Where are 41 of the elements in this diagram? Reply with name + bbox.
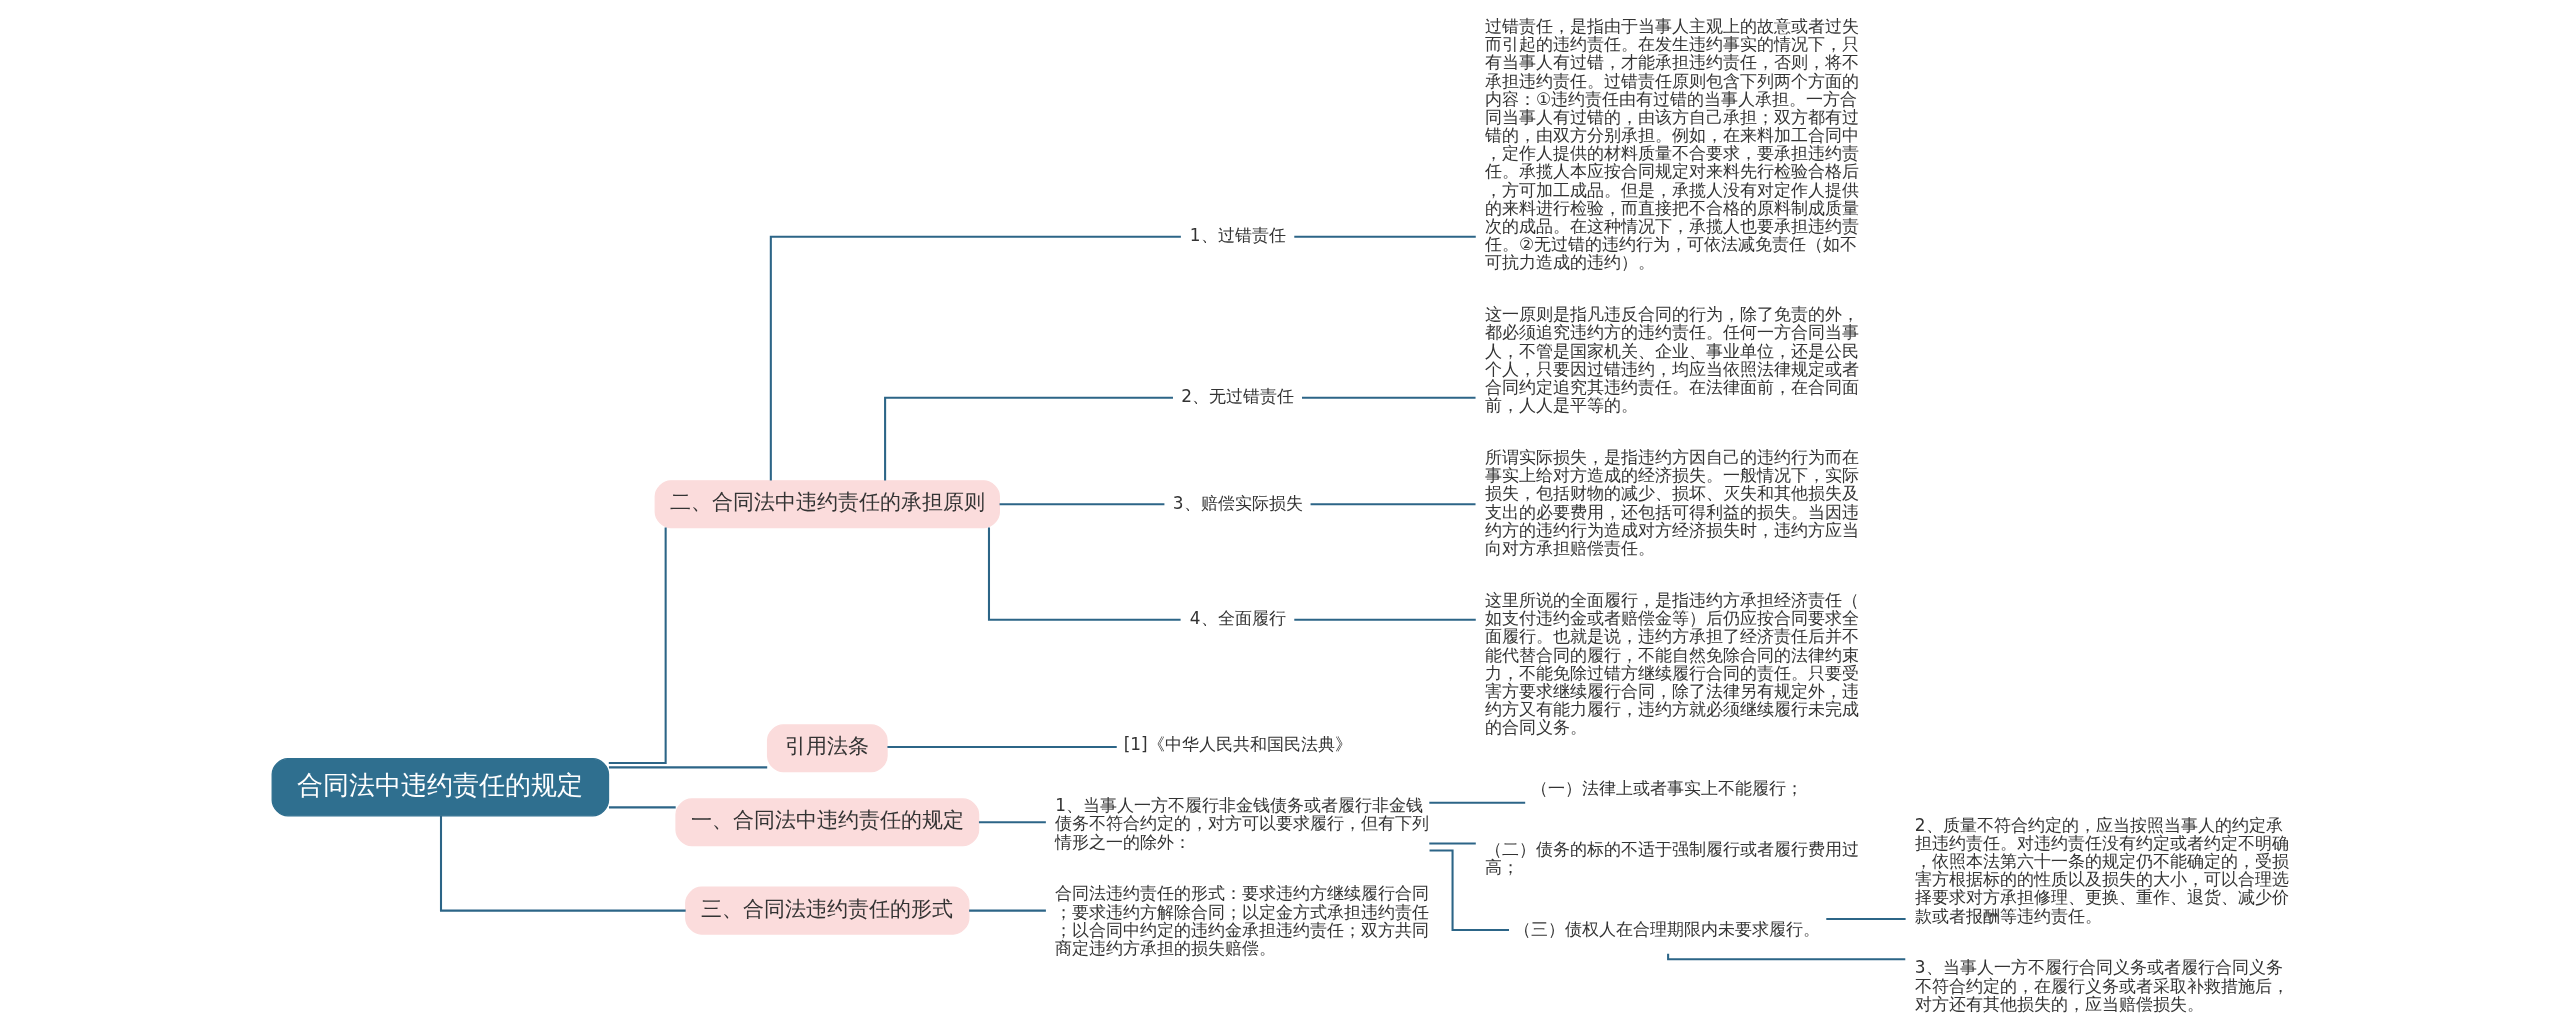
connector: [987, 527, 1181, 621]
node-text: （二）债务的标的不适于强制履行或者履行费用过高；: [1484, 839, 1859, 878]
node-text: （一）法律上或者事实上不能履行；: [1530, 778, 1803, 799]
node-text: 3、赔偿实际损失: [1172, 492, 1303, 513]
connector: [1310, 503, 1476, 506]
node-text: 过错责任，是指由于当事人主观上的故意或者过失而引起的违约责任。在发生违约事实的情况下，只有当事人有过错，才能承担违约责任，否则，将不承担违约责任。过错责任原则包含下列两个方面的内容：①违约责任由有过错的当事人承担。一方合同当事人有过错的，由该方自己承担；双方都有过错的，由双方分别承担。例如，在来料加工合同中，定作人提供的材料质量不合要求，要承担违约责任。承揽人本应按合同规定对来料先行检验合格后，方可加工成品。但是，承揽人没有对定作人提供的来料进行检验，而直接把不合格的原料制成质量次的成品。在这种情况下，承揽人也要承担违约责任。②无过错的违约行为，可依法减免责任（如不可抗力造成的违约）。: [1484, 16, 1859, 273]
connector: [1666, 953, 1905, 961]
connector: [883, 396, 1173, 481]
connector: [978, 821, 1046, 824]
node-box: 一、合同法中违约责任的规定: [674, 798, 979, 847]
connector: [608, 806, 676, 809]
connector: [1428, 842, 1476, 845]
connector: [439, 815, 686, 912]
node-text: 3、当事人一方不履行合同义务或者履行合同义务不符合约定的，在履行义务或者采取补救措施后，对方还有其他损失的，应当赔偿损失。: [1914, 957, 2289, 1014]
connector: [1293, 618, 1476, 621]
connector: [1428, 801, 1525, 804]
node-text: 1、过错责任: [1189, 225, 1286, 246]
node-text: （三）债权人在合理期限内未要求履行。: [1513, 918, 1820, 939]
connector: [1825, 918, 1906, 921]
node-box: 引用法条: [766, 724, 888, 773]
connector: [608, 527, 667, 765]
node-box: 二、合同法中违约责任的承担原则: [654, 480, 1000, 529]
connector: [999, 503, 1164, 506]
connector: [886, 745, 1117, 749]
connector: [968, 909, 1046, 912]
node-text: 所谓实际损失，是指违约方因自己的违约行为而在事实上给对方造成的经济损失。一般情况下，实际损失，包括财物的减少、损坏、灭失和其他损失及支出的必要费用，还包括可得利益的损失。当因违约方的违约行为造成对方经济损失时，违约方应当向对方承担赔偿责任。: [1484, 447, 1859, 559]
node-text: 2、质量不符合约定的，应当按照当事人的约定承担违约责任。对违约责任没有约定或者约定不明确，依照本法第六十一条的规定仍不能确定的，受损害方根据标的的性质以及损失的大小，可以合理选择要求对方承担修理、更换、重作、退货、减少价款或者报酬等违约责任。: [1914, 814, 2289, 926]
node-text: [1]《中华人民共和国民法典》: [1123, 734, 1352, 755]
node-text: 这一原则是指凡违反合同的行为，除了免责的外，都必须追究违约方的违约责任。任何一方合同当事人，不管是国家机关、企业、事业单位，还是公民个人，只要因过错违约，均应当依照法律规定或者合同约定追究其违约责任。在法律面前，在合同面前，人人是平等的。: [1484, 304, 1859, 416]
connector: [1301, 396, 1476, 399]
node-text: 1、当事人一方不履行非金钱债务或者履行非金钱债务不符合约定的，对方可以要求履行，但有下列情形之一的除外：: [1054, 795, 1429, 852]
node-box: 三、合同法违约责任的形式: [684, 886, 969, 935]
connector: [1429, 849, 1509, 932]
node-box: 合同法中违约责任的规定: [271, 758, 609, 817]
connector: [608, 766, 767, 769]
connector: [769, 235, 1181, 481]
connector: [1293, 235, 1476, 238]
node-text: 4、全面履行: [1189, 608, 1286, 629]
node-text: 2、无过错责任: [1180, 386, 1294, 407]
node-text: 这里所说的全面履行，是指违约方承担经济责任（如支付违约金或者赔偿金等）后仍应按合同要求全面履行。也就是说，违约方承担了经济责任后并不能代替合同的履行，不能自然免除合同的法律约束力，不能免除过错方继续履行合同的责任。只要受害方要求继续履行合同，除了法律另有规定外，违约方又有能力履行，违约方就必须继续履行未完成的合同义务。: [1484, 589, 1859, 738]
node-text: 合同法违约责任的形式：要求违约方继续履行合同；要求违约方解除合同；以定金方式承担违约责任；以合同中约定的违约金承担违约责任；双方共同商定违约方承担的损失赔偿。: [1054, 883, 1429, 958]
